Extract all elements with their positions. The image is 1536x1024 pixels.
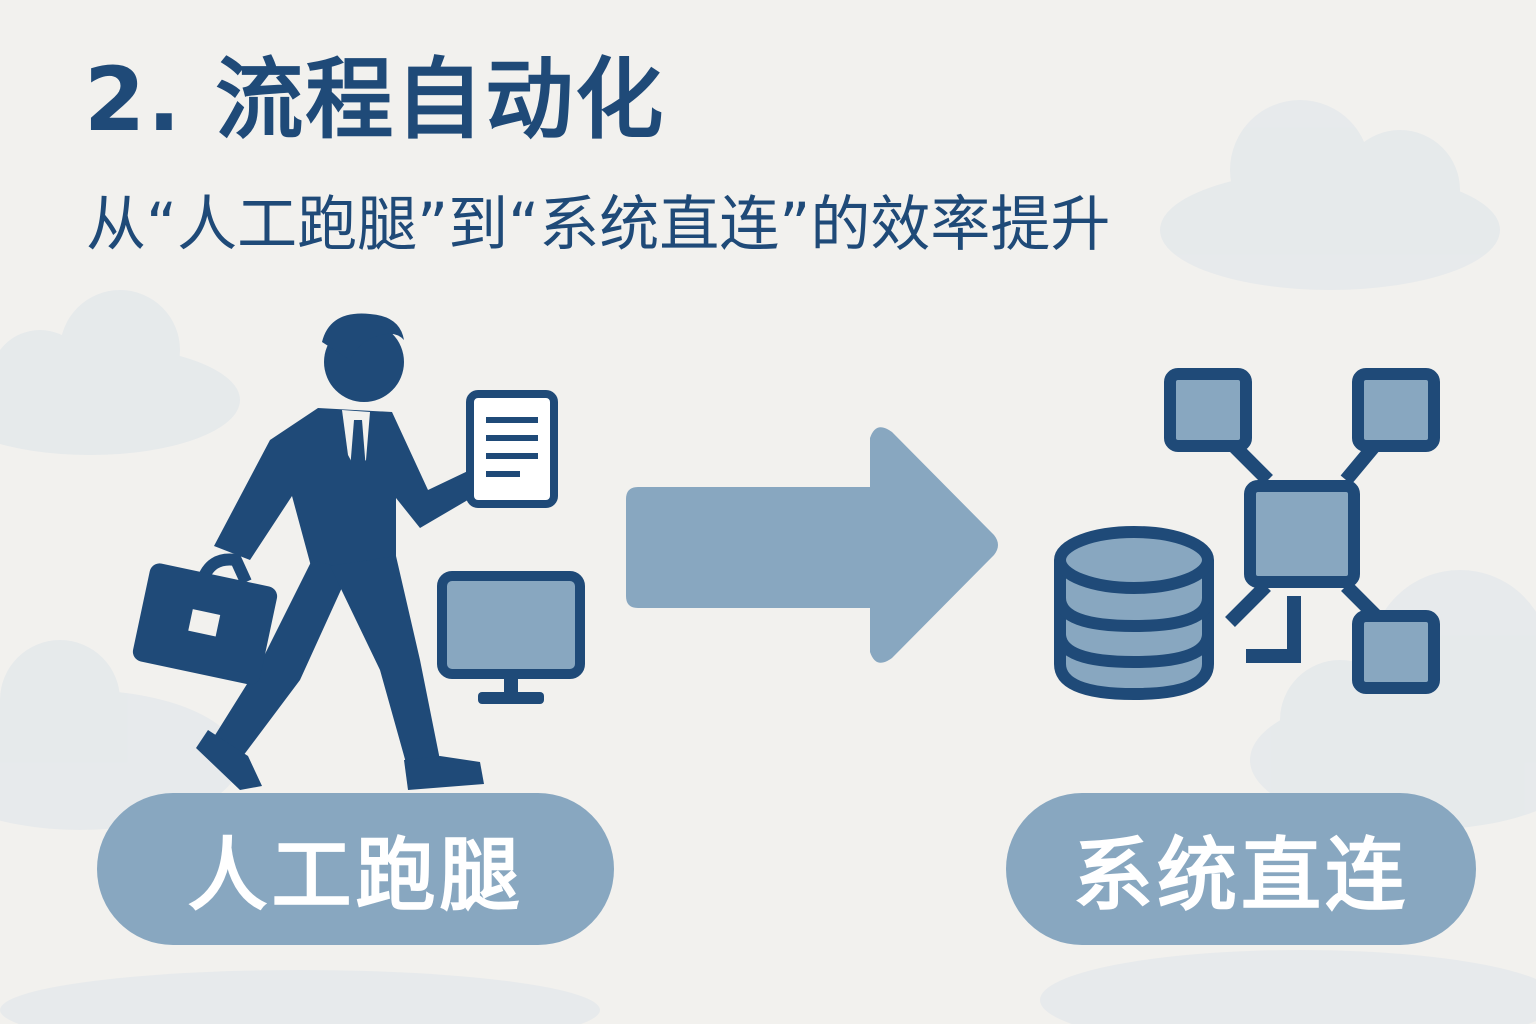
arrow-right-icon bbox=[626, 427, 998, 663]
running-businessman-icon bbox=[196, 313, 484, 790]
monitor-icon bbox=[437, 571, 585, 704]
document-icon bbox=[466, 390, 558, 508]
system-label-pill: 系统直连 bbox=[1006, 793, 1476, 945]
page-subtitle: 从“人工跑腿”到“系统直连”的效率提升 bbox=[86, 190, 1111, 260]
database-icon bbox=[1054, 526, 1214, 701]
manual-label-pill: 人工跑腿 bbox=[97, 793, 614, 945]
network-nodes-icon bbox=[1164, 368, 1440, 694]
briefcase-icon bbox=[132, 553, 278, 685]
page-title: 2. 流程自动化 bbox=[84, 48, 666, 151]
